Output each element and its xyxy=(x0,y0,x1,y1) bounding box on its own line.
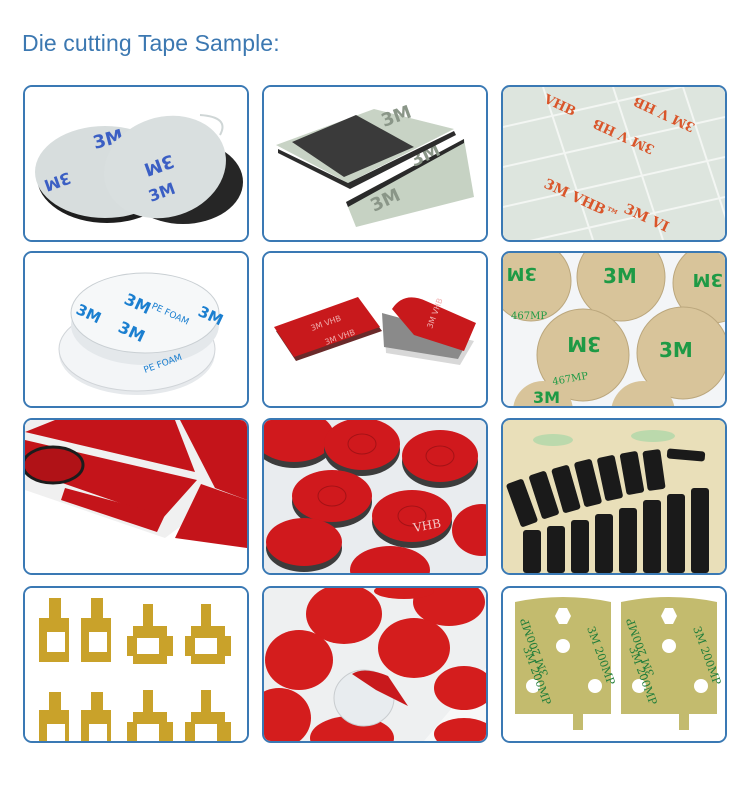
red-washers-image: VHB xyxy=(264,420,486,573)
sample-card-red-circles xyxy=(262,586,488,743)
sample-card-pe-foam-stack: 3M PE FOAM 3M 3M 3M PE FOAM xyxy=(23,251,249,408)
svg-text:3M: 3M xyxy=(693,269,723,290)
sample-card-red-washers: VHB xyxy=(262,418,488,575)
sample-grid: 3M 3M 3M 3M 3M 3M 3M 3 xyxy=(23,85,727,745)
sample-card-red-vhb-pads: 3M VHB 3M VHB 3M VHB xyxy=(262,251,488,408)
svg-text:3M: 3M xyxy=(533,388,560,406)
svg-text:3M: 3M xyxy=(603,264,637,288)
gold-kapton-image xyxy=(25,588,247,741)
sample-card-black-foam-squares: 3M 3M 3M xyxy=(262,85,488,242)
red-circles-image xyxy=(264,588,486,741)
svg-text:467MP: 467MP xyxy=(511,311,547,322)
pe-foam-stack-image: 3M PE FOAM 3M 3M 3M PE FOAM xyxy=(25,253,247,406)
200mp-gaskets-image: 3M 200MP 3M 200MP 3M 200MP 3M 200MP 3M 2… xyxy=(503,588,725,741)
sample-card-200mp-gaskets: 3M 200MP 3M 200MP 3M 200MP 3M 200MP 3M 2… xyxy=(501,586,727,743)
red-strips-image xyxy=(25,420,247,573)
page-title: Die cutting Tape Sample: xyxy=(22,30,280,56)
svg-text:3M: 3M xyxy=(507,263,537,284)
sample-card-black-strips-roll xyxy=(501,418,727,575)
black-foam-squares-image: 3M 3M 3M xyxy=(264,87,486,240)
sample-card-467mp-circles: 3M 3M 3M 3M 3M 467MP 467MP 3M xyxy=(501,251,727,408)
svg-text:3M: 3M xyxy=(567,332,601,356)
svg-text:3M: 3M xyxy=(659,338,693,362)
sample-card-foam-circles: 3M 3M 3M 3M xyxy=(23,85,249,242)
sample-card-vhb-squares: 3M VHB™ 3M VI 3M V HB 3M V HB VHB xyxy=(501,85,727,242)
sample-card-gold-kapton xyxy=(23,586,249,743)
vhb-squares-image: 3M VHB™ 3M VI 3M V HB 3M V HB VHB xyxy=(503,87,725,240)
467mp-circles-image: 3M 3M 3M 3M 3M 467MP 467MP 3M xyxy=(503,253,725,406)
svg-text:VHB: VHB xyxy=(411,516,442,535)
black-strips-roll-image xyxy=(503,420,725,573)
sample-card-red-strips xyxy=(23,418,249,575)
red-vhb-pads-image: 3M VHB 3M VHB 3M VHB xyxy=(264,253,486,406)
foam-circles-image: 3M 3M 3M 3M xyxy=(25,87,247,240)
